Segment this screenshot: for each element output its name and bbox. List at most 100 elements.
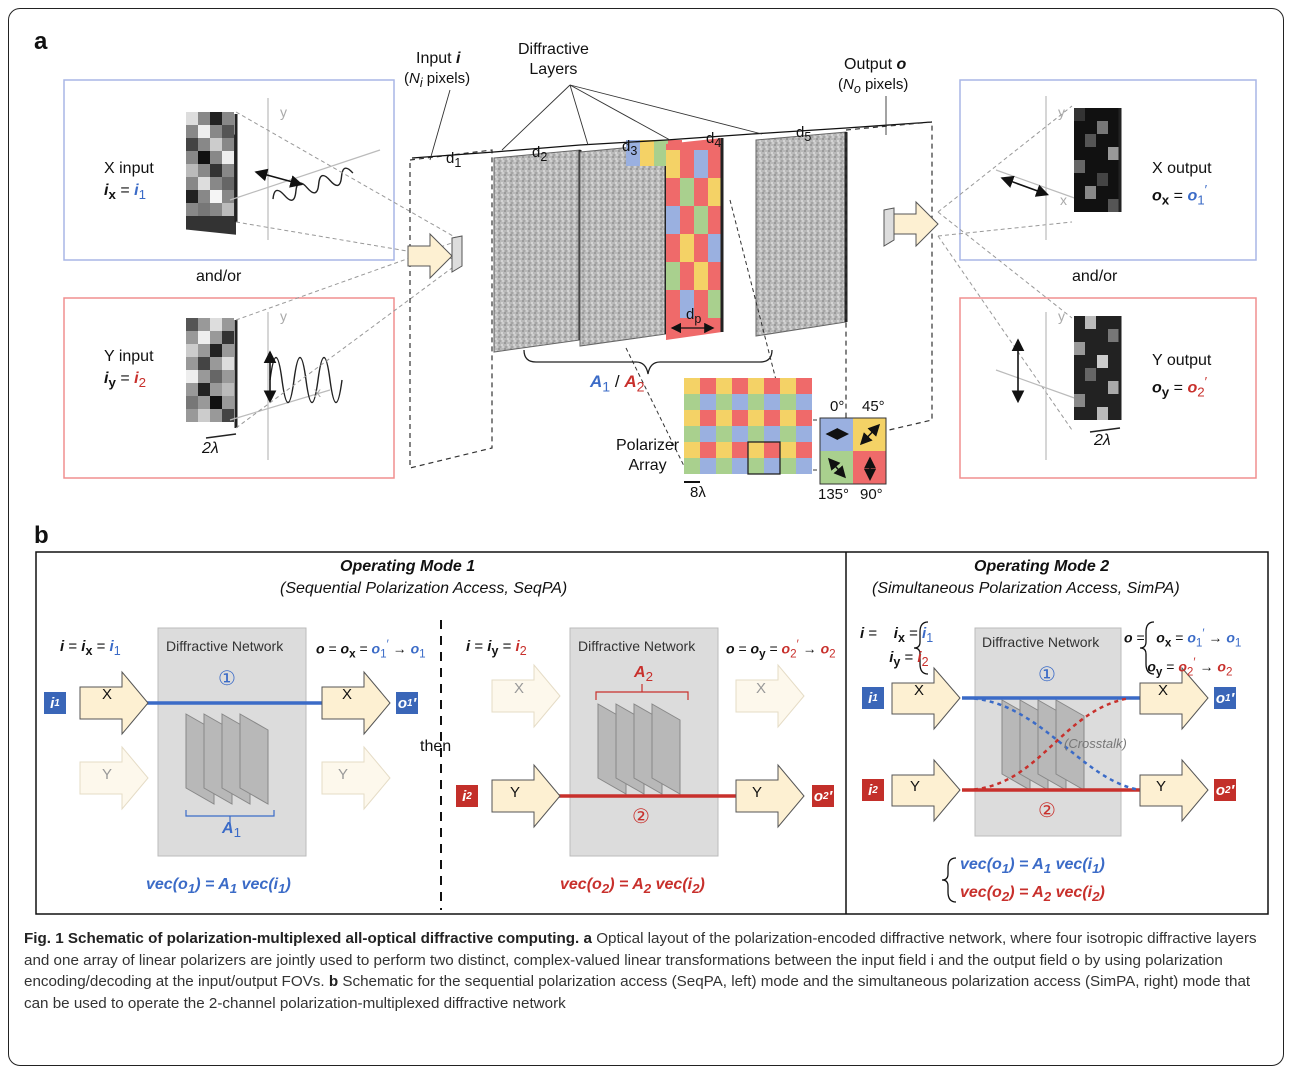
network-label-2: Diffractive Network (578, 638, 696, 654)
input-pixels: (Ni pixels) (404, 70, 471, 90)
caption-a-text: Optical layout of the polarization-encod… (24, 930, 1257, 990)
a1-label: A1 (222, 820, 241, 841)
y-input-eq: iy = i2 (104, 370, 146, 391)
diffractive-layers-label: Diffractive Layers (518, 41, 589, 78)
m1-output-eq: o = ox = o1′ → o1 (316, 638, 426, 661)
y-input-pattern (186, 318, 238, 439)
axis-y-1: y (280, 104, 287, 120)
circle-1-m1: ① (218, 668, 236, 690)
crosstalk-label: (Crosstalk) (1064, 736, 1127, 751)
circle-2-m1: ② (632, 806, 650, 828)
x-arrow-label-2: X (342, 686, 353, 703)
mode1-subtitle: (Sequential Polarization Access, SeqPA) (280, 580, 568, 597)
panel-b-label: b (34, 522, 49, 549)
crosstalk-blue (965, 696, 1141, 792)
d2-label: d2 (532, 144, 548, 164)
dp-label: dp (686, 306, 702, 326)
angle-45: 45° (862, 398, 885, 415)
y-arrow-label-4: Y (752, 784, 763, 801)
angle-legend (819, 417, 887, 485)
output-pixels: (No pixels) (838, 76, 909, 96)
y-output-label: Y output (1152, 352, 1212, 369)
x-arrow-label-3: X (514, 680, 525, 697)
eight-lambda: 8λ (690, 484, 706, 501)
x-output-pattern (1074, 108, 1122, 212)
figure-frame (8, 8, 1284, 1066)
input-arrow (407, 232, 453, 280)
vec1-mode2: vec(o1) = A1 vec(i1) (960, 856, 1105, 877)
x-arrow-label-6: X (1158, 682, 1169, 699)
layers-icon-1 (185, 713, 269, 805)
y-output-pattern (1074, 316, 1122, 420)
axis-y-3: y (1058, 104, 1065, 120)
output-arrow (893, 200, 939, 248)
a1-a2-label: A1 / A2 (590, 372, 645, 396)
diffractive-layer-2 (579, 143, 668, 347)
caption-a-label: a (583, 930, 592, 947)
then-label: then (420, 738, 452, 755)
y-output-box (959, 297, 1257, 479)
angle-135: 135° (818, 486, 850, 503)
x-input-pattern (186, 112, 238, 235)
y-input-label: Y input (104, 348, 154, 365)
m1b-output-eq: o = oy = o2′ → o2 (726, 638, 836, 661)
diffractive-layer-1 (493, 149, 582, 353)
polarizer-array-grid (684, 378, 812, 483)
vec2-mode2: vec(o2) = A2 vec(i2) (960, 884, 1105, 905)
d4-label: d4 (706, 130, 722, 150)
two-lambda-left: 2λ (202, 440, 219, 457)
x-input-label: X input (104, 160, 154, 177)
input-plane (409, 149, 493, 469)
two-lambda-right: 2λ (1094, 432, 1111, 449)
output-axes (995, 96, 1081, 460)
output-projection-lines (937, 105, 1073, 431)
y-arrow-label-2: Y (338, 766, 349, 783)
y-arrow-label-3: Y (510, 784, 521, 801)
x-arrow-label-5: X (914, 682, 925, 699)
polarizer-array-label: Polarizer Array (616, 437, 680, 474)
figure-caption: Fig. 1 Schematic of polarization-multipl… (24, 928, 1269, 1014)
diffractive-layer-3 (668, 138, 752, 340)
axis-y-2: y (280, 308, 287, 324)
x-output-box (959, 79, 1257, 261)
x-output-label: X output (1152, 160, 1212, 177)
panel-a-label: a (34, 28, 48, 55)
crosstalk-red (965, 696, 1131, 792)
d1-label: d1 (446, 150, 462, 170)
y-input-box (63, 297, 395, 479)
mode1-title: Operating Mode 1 (340, 558, 476, 575)
angle-0: 0° (830, 398, 845, 415)
y-wave (269, 357, 343, 403)
x-input-box (63, 79, 395, 261)
x-input-eq: ix = i1 (104, 182, 146, 203)
y-arrow-label-5: Y (910, 778, 921, 795)
x-wave (272, 167, 354, 201)
diffractive-layer-4 (755, 131, 848, 337)
output-plane (845, 121, 933, 441)
axis-y-4: y (1058, 308, 1065, 324)
axis-x-3: x (1060, 192, 1067, 208)
x-polarization-arrow (254, 168, 304, 188)
network-label-3: Diffractive Network (982, 634, 1100, 650)
y-arrow-label-1: Y (102, 766, 113, 783)
output-title: Output o (844, 56, 907, 73)
a2-label: A2 (634, 664, 653, 685)
vec1-mode1: vec(o1) = A1 vec(i1) (146, 876, 291, 897)
mode2-subtitle: (Simultaneous Polarization Access, SimPA… (872, 580, 1180, 597)
d5-label: d5 (796, 124, 812, 144)
and-or-left: and/or (196, 268, 242, 285)
x-output-arrow (1000, 175, 1050, 197)
input-axes (229, 98, 381, 460)
circle-1-m2: ① (1038, 664, 1056, 686)
layers-icon-2 (597, 703, 681, 795)
m1b-input-eq: i = iy = i2 (466, 638, 527, 658)
y-output-eq: oy = o2′ (1152, 374, 1208, 400)
